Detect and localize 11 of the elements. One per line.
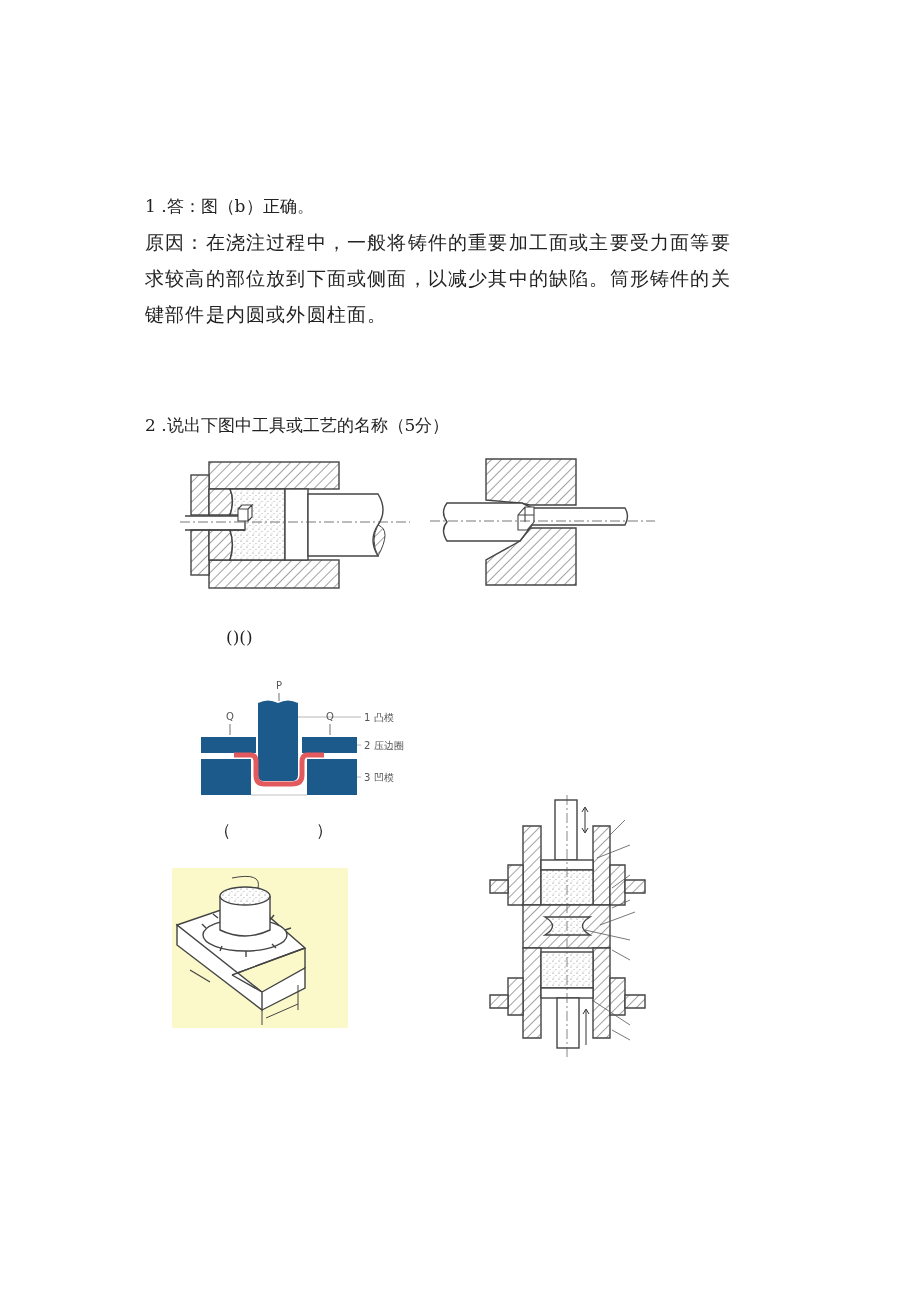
- part-label: P: [276, 680, 283, 691]
- answer-blank: ()(): [226, 627, 253, 647]
- part-label: Q: [326, 711, 334, 722]
- part-label: Q: [226, 711, 234, 722]
- question-text: 2 .说出下图中工具或工艺的名称（5分）: [145, 415, 450, 435]
- part-label: 3 凹模: [364, 772, 394, 783]
- part-label: 1 凸模: [364, 712, 394, 723]
- part-label: 2 压边圈: [364, 740, 404, 751]
- answer-paragraph: 原因：在浇注过程中，一般将铸件的重要加工面或主要受力面等要求较高的部位放到下面或侧面，以减少其中的缺陷。筒形铸件的关键部件是内圆或外圆柱面。: [145, 230, 732, 327]
- answer-text: 1 .答：图（b）正确。: [145, 196, 314, 216]
- answer-blank: （ ）: [214, 820, 333, 840]
